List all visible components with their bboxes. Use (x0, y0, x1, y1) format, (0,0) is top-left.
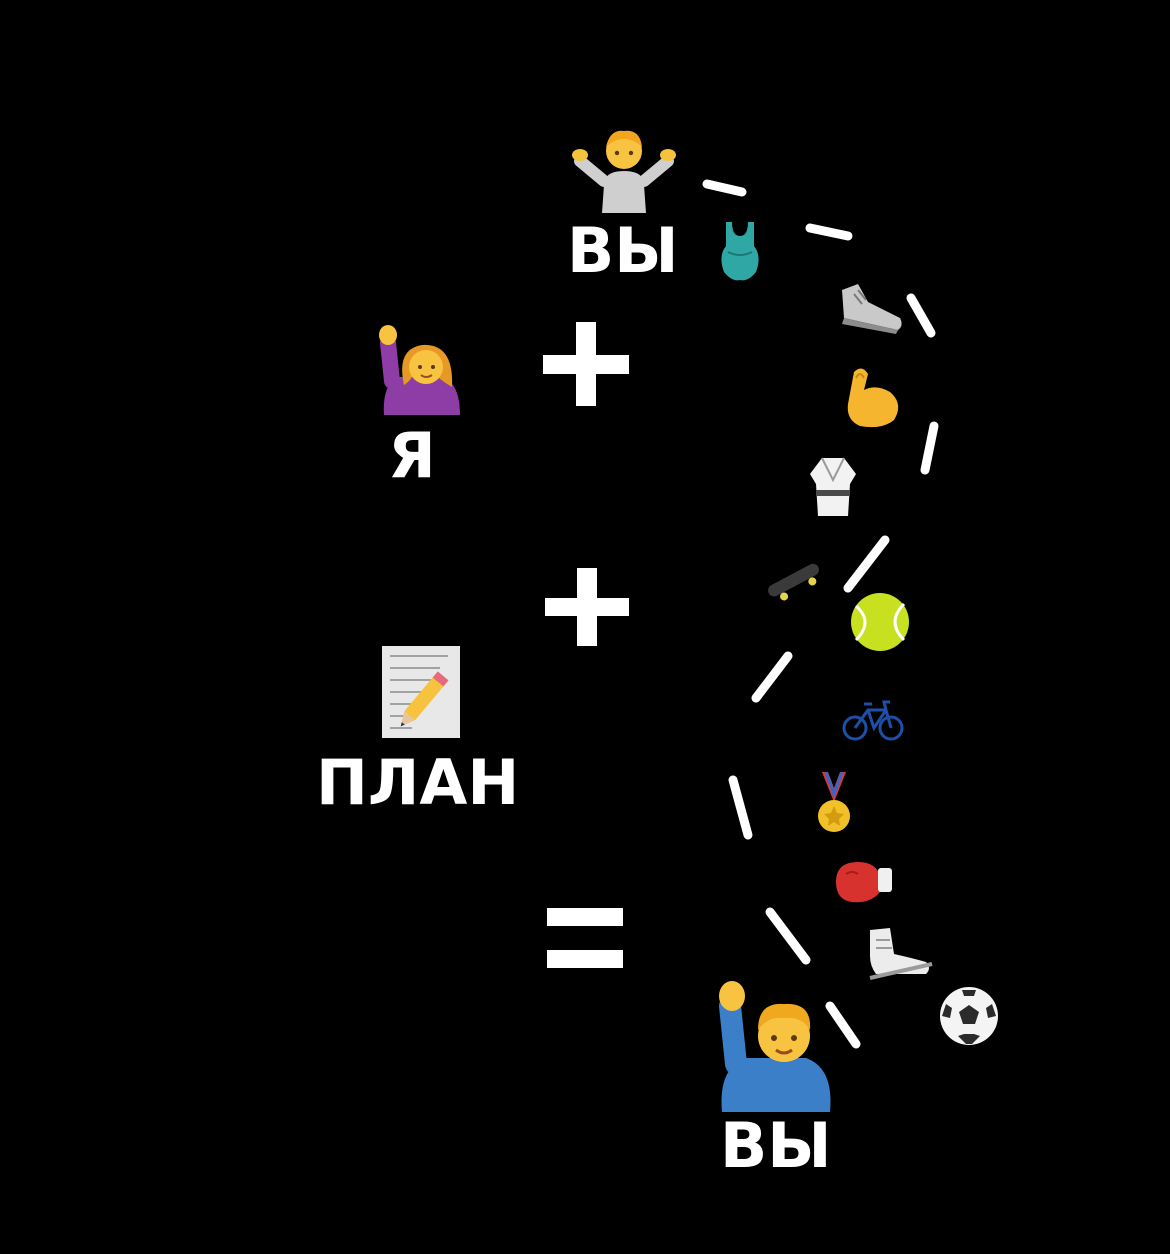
equals-operator-text: = (585, 937, 586, 939)
plan-label: ПЛАН (316, 746, 520, 819)
arc-dash (805, 223, 853, 241)
raising-hand-man-icon (719, 981, 831, 1112)
skateboard-icon (768, 563, 819, 601)
arc-dash (765, 907, 811, 965)
boxing-glove-icon (836, 862, 892, 903)
arc-dash (825, 1001, 861, 1049)
you-bottom-label: ВЫ (720, 1109, 832, 1182)
soccer-ball-icon (940, 987, 998, 1045)
arc-dash (843, 535, 890, 593)
memo-plan-icon (382, 646, 460, 738)
raising-hand-woman-icon (379, 325, 460, 415)
you-top-label: ВЫ (567, 214, 679, 287)
arc-dash (702, 179, 747, 197)
arc-dash (906, 293, 936, 338)
tennis-ball-icon (851, 593, 909, 651)
me-label: Я (388, 419, 436, 492)
shrugging-person-icon (572, 130, 676, 213)
medal-icon (818, 772, 850, 832)
arc-dash (728, 775, 753, 840)
arc-dash (751, 651, 793, 703)
plus-operator-1: + (543, 322, 629, 406)
arc-dash (920, 421, 939, 475)
plus-operator-2: + (545, 568, 629, 646)
bicycle-icon (842, 700, 904, 741)
swimsuit-icon (721, 222, 759, 281)
martial-arts-uniform-icon (810, 457, 856, 516)
sneaker-icon (842, 284, 902, 334)
equals-operator: = (547, 908, 623, 968)
ice-skate-icon (869, 928, 933, 980)
flexed-biceps-icon (847, 368, 899, 428)
